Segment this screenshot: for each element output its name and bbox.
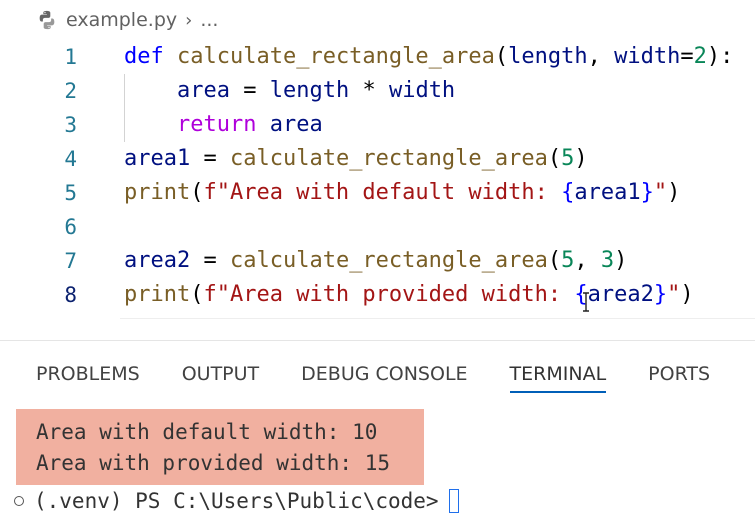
line-number: 6 xyxy=(64,215,77,239)
terminal-prompt[interactable]: (.venv) PS C:\Users\Public\code> xyxy=(14,486,459,516)
tab-problems[interactable]: PROBLEMS xyxy=(36,363,140,385)
code-text[interactable]: area2 = calculate_rectangle_area(5, 3) xyxy=(124,248,628,273)
terminal-output-line: Area with default width: 10 xyxy=(36,420,378,444)
command-decoration-icon[interactable] xyxy=(14,496,24,506)
code-line[interactable]: 6 xyxy=(0,210,755,244)
code-line[interactable]: 7 area2 = calculate_rectangle_area(5, 3) xyxy=(0,244,755,278)
code-line[interactable]: 2 area = length * width xyxy=(0,74,755,108)
bottom-panel: PROBLEMS OUTPUT DEBUG CONSOLE TERMINAL P… xyxy=(0,340,755,513)
line-number: 2 xyxy=(64,79,77,103)
code-line[interactable]: 3 return area xyxy=(0,108,755,142)
panel-tabs: PROBLEMS OUTPUT DEBUG CONSOLE TERMINAL P… xyxy=(36,363,752,393)
code-line-current[interactable]: 8 print(f"Area with provided width: {are… xyxy=(0,278,755,312)
breadcrumb-file[interactable]: example.py xyxy=(66,9,178,31)
code-line[interactable]: 4 area1 = calculate_rectangle_area(5) xyxy=(0,142,755,176)
line-number: 8 xyxy=(64,283,77,307)
prompt-text: (.venv) PS C:\Users\Public\code> xyxy=(34,489,439,513)
code-text[interactable]: print(f"Area with provided width: {area2… xyxy=(124,282,694,307)
tab-terminal[interactable]: TERMINAL xyxy=(509,363,606,393)
code-text[interactable]: print(f"Area with default width: {area1}… xyxy=(124,180,681,205)
line-number: 4 xyxy=(64,147,77,171)
tab-output[interactable]: OUTPUT xyxy=(181,363,260,385)
code-editor[interactable]: 1 def calculate_rectangle_area(length, w… xyxy=(0,40,755,354)
terminal-output-line: Area with provided width: 15 xyxy=(36,451,391,475)
terminal-cursor[interactable] xyxy=(448,489,459,513)
line-number: 7 xyxy=(64,249,77,273)
tab-ports[interactable]: PORTS xyxy=(648,363,711,385)
code-text[interactable]: return area xyxy=(176,112,323,137)
code-text[interactable]: area = length * width xyxy=(176,78,456,103)
tab-debug-console[interactable]: DEBUG CONSOLE xyxy=(301,363,468,385)
text-cursor-icon xyxy=(583,292,589,312)
code-text[interactable]: def calculate_rectangle_area(length, wid… xyxy=(124,44,734,69)
breadcrumb-separator: › xyxy=(185,9,193,31)
indent-guide xyxy=(124,74,125,142)
code-line[interactable]: 5 print(f"Area with default width: {area… xyxy=(0,176,755,210)
line-number: 5 xyxy=(64,181,77,205)
code-line[interactable]: 1 def calculate_rectangle_area(length, w… xyxy=(0,40,755,74)
line-number: 1 xyxy=(64,45,77,69)
line-number: 3 xyxy=(64,113,77,137)
python-file-icon xyxy=(39,10,55,30)
code-text[interactable]: area1 = calculate_rectangle_area(5) xyxy=(124,146,588,171)
breadcrumb-more[interactable]: ... xyxy=(200,9,219,31)
terminal-output-highlight: Area with default width: 10 Area with pr… xyxy=(16,409,424,485)
breadcrumb: example.py › ... xyxy=(36,8,218,32)
